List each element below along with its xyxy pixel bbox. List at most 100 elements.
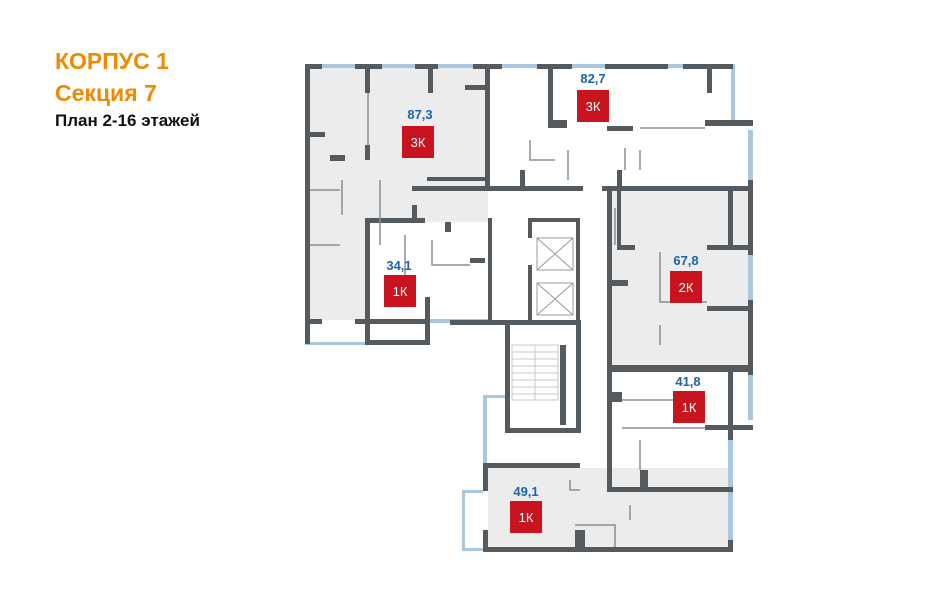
wall [576, 320, 581, 433]
apartment-area: 49,1 [513, 484, 538, 499]
apartment[interactable]: 82,73К [577, 71, 609, 122]
wall [470, 258, 485, 263]
wall [473, 64, 502, 69]
apartment[interactable]: 34,1 1К [384, 258, 416, 307]
apartment[interactable]: 67,8 2К [670, 253, 702, 303]
window [572, 64, 605, 68]
wall [728, 190, 733, 247]
wall [528, 218, 532, 238]
wall [617, 190, 621, 247]
elevator-shafts [536, 237, 574, 316]
section-title: Секция 7 [55, 80, 157, 106]
wall [607, 186, 612, 488]
window [483, 395, 487, 463]
wall [365, 68, 370, 93]
apartment-area: 41,8 [675, 374, 700, 389]
window [731, 64, 735, 126]
apartment[interactable]: 41,8 1К [673, 374, 705, 423]
wall [548, 120, 567, 128]
window [438, 64, 473, 68]
apartment-area: 67,8 [673, 253, 698, 268]
wall [728, 540, 733, 552]
wall [427, 177, 485, 181]
wall [465, 85, 490, 90]
wall [640, 470, 648, 487]
building-title: КОРПУС 1 [55, 48, 169, 74]
wall [305, 64, 322, 69]
window [305, 342, 365, 345]
apartment[interactable]: 49,11К [510, 484, 542, 533]
wall [415, 64, 438, 69]
window [748, 255, 753, 300]
room-type-badge [510, 501, 542, 533]
wall [365, 340, 430, 345]
room-type: 2К [679, 280, 694, 295]
wall [483, 547, 733, 552]
wall [412, 186, 583, 191]
room-type: 1К [393, 284, 408, 299]
wall [355, 319, 430, 324]
wall [505, 428, 580, 433]
wall [488, 218, 492, 324]
wall [748, 300, 753, 375]
window [322, 64, 355, 68]
wall [355, 64, 382, 69]
wall [483, 463, 488, 491]
wall [483, 463, 580, 468]
room-type: 1К [682, 400, 697, 415]
wall [728, 372, 733, 440]
wall [617, 245, 635, 250]
window [462, 490, 465, 550]
apartment[interactable]: 87,3 3К [402, 107, 434, 158]
room-type-badge [577, 90, 609, 122]
room-type-badge [384, 275, 416, 307]
window [668, 64, 683, 68]
wall [528, 265, 532, 320]
wall [365, 218, 370, 345]
wall [528, 218, 580, 222]
wall [576, 218, 580, 323]
window [462, 548, 483, 551]
window [748, 130, 753, 180]
wall [707, 306, 753, 311]
wall [612, 280, 628, 286]
walls [305, 64, 753, 552]
wall [605, 64, 668, 69]
wall [748, 180, 753, 255]
wall [505, 320, 510, 430]
wall [485, 68, 490, 188]
window [483, 395, 505, 398]
room-type: 3К [411, 135, 426, 150]
apartment-labels: 87,3 3К 82,73К 34,1 1К 67,8 2К 41,8 1К 49,11К [384, 71, 705, 533]
wall [707, 245, 753, 250]
wall [602, 186, 753, 191]
room-type-badge [402, 126, 434, 158]
apartment-area: 34,1 [386, 258, 411, 273]
wall [617, 170, 622, 188]
apartment-area: 82,7 [580, 71, 605, 86]
wall [305, 319, 322, 324]
wall [607, 487, 733, 492]
room-type-badge [673, 391, 705, 423]
wall [310, 132, 325, 137]
wall [450, 320, 580, 325]
wall [428, 68, 433, 93]
wall [365, 145, 370, 160]
wall [612, 392, 622, 402]
partitions [310, 93, 707, 547]
wall [607, 126, 633, 131]
wall [612, 365, 753, 372]
wall [330, 155, 345, 161]
wall [425, 297, 430, 345]
wall [707, 68, 712, 93]
window [462, 490, 483, 493]
wall [483, 530, 488, 552]
window [502, 64, 537, 68]
wall [520, 170, 525, 188]
apartment-area: 87,3 [407, 107, 432, 122]
wall [560, 345, 566, 425]
wall [537, 64, 572, 69]
wall [575, 530, 585, 548]
room-type-badge [670, 271, 702, 303]
